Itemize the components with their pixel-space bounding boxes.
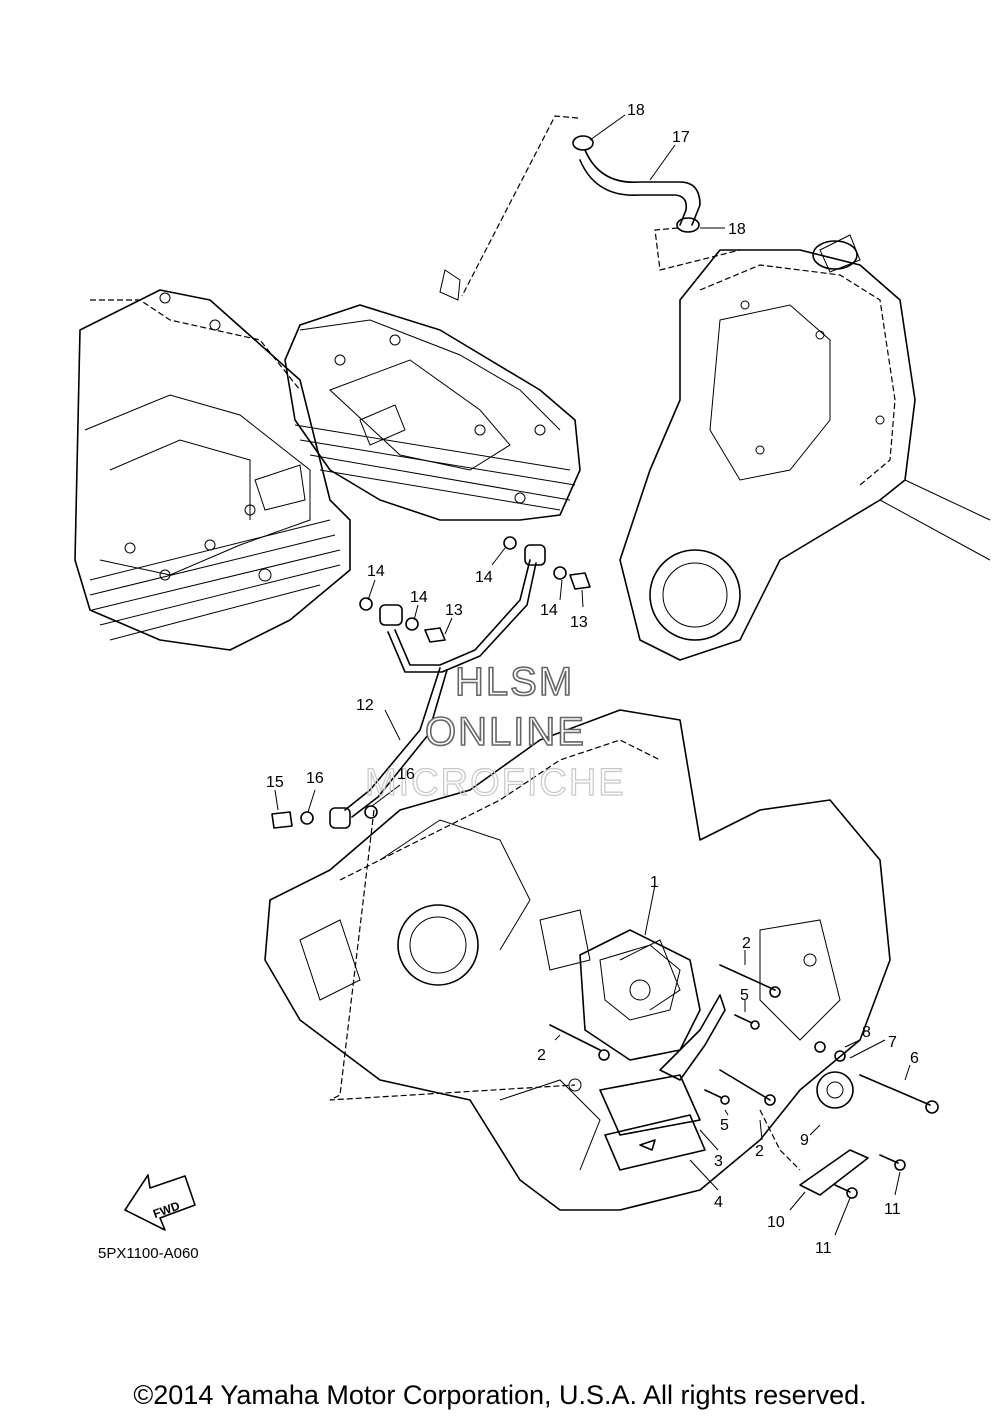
callout-16a: 16 bbox=[306, 770, 324, 787]
callout-8: 8 bbox=[862, 1024, 871, 1041]
bolts-washers bbox=[271, 536, 591, 829]
leader-lines bbox=[274, 114, 911, 1236]
diagram-code: 5PX1100-A060 bbox=[98, 1245, 199, 1262]
breather-hose bbox=[572, 135, 701, 233]
callout-1: 1 bbox=[650, 874, 659, 891]
fwd-arrow-icon: FWD bbox=[124, 1174, 196, 1231]
callout-4: 4 bbox=[714, 1194, 723, 1211]
crankcase bbox=[264, 709, 891, 1211]
oil-pump bbox=[549, 929, 939, 1199]
watermark-line-2: ONLINE bbox=[425, 710, 586, 754]
callout-17: 17 bbox=[672, 129, 690, 146]
callout-14c: 14 bbox=[475, 569, 493, 586]
callout-3: 3 bbox=[714, 1153, 723, 1170]
callout-6: 6 bbox=[910, 1050, 919, 1067]
callout-12: 12 bbox=[356, 697, 374, 714]
reference-lines bbox=[329, 115, 801, 1171]
copyright-notice: ©2014 Yamaha Motor Corporation, U.S.A. A… bbox=[133, 1380, 867, 1410]
watermark-line-1: HLSM bbox=[455, 660, 574, 704]
callout-16b: 16 bbox=[397, 766, 415, 783]
callout-18a: 18 bbox=[627, 102, 645, 119]
callouts: 18 17 18 14 14 13 14 14 13 12 15 16 16 1… bbox=[266, 102, 919, 1257]
callout-13a: 13 bbox=[445, 602, 463, 619]
callout-14a: 14 bbox=[367, 563, 385, 580]
oil-pipe bbox=[329, 544, 546, 829]
watermark-line-3: MICROFICHE bbox=[365, 762, 626, 804]
callout-2b: 2 bbox=[537, 1047, 546, 1064]
callout-11a: 11 bbox=[815, 1240, 832, 1257]
callout-9: 9 bbox=[800, 1132, 809, 1149]
callout-14d: 14 bbox=[540, 602, 558, 619]
callout-7: 7 bbox=[888, 1034, 897, 1051]
callout-14b: 14 bbox=[410, 589, 428, 606]
rear-cylinder-head bbox=[74, 289, 351, 651]
callout-10: 10 bbox=[767, 1214, 785, 1231]
callout-11b: 11 bbox=[884, 1201, 901, 1218]
callout-2a: 2 bbox=[742, 935, 751, 952]
callout-5a: 5 bbox=[740, 987, 749, 1004]
watermark: HLSM ONLINE MICROFICHE bbox=[364, 659, 626, 804]
callout-5b: 5 bbox=[720, 1117, 729, 1134]
crankcase-cover bbox=[619, 234, 991, 661]
fwd-label: FWD bbox=[151, 1198, 182, 1221]
callout-18b: 18 bbox=[728, 221, 746, 238]
callout-2c: 2 bbox=[755, 1143, 764, 1160]
front-cylinder-head bbox=[284, 269, 581, 521]
callout-13b: 13 bbox=[570, 614, 588, 631]
callout-15: 15 bbox=[266, 774, 284, 791]
